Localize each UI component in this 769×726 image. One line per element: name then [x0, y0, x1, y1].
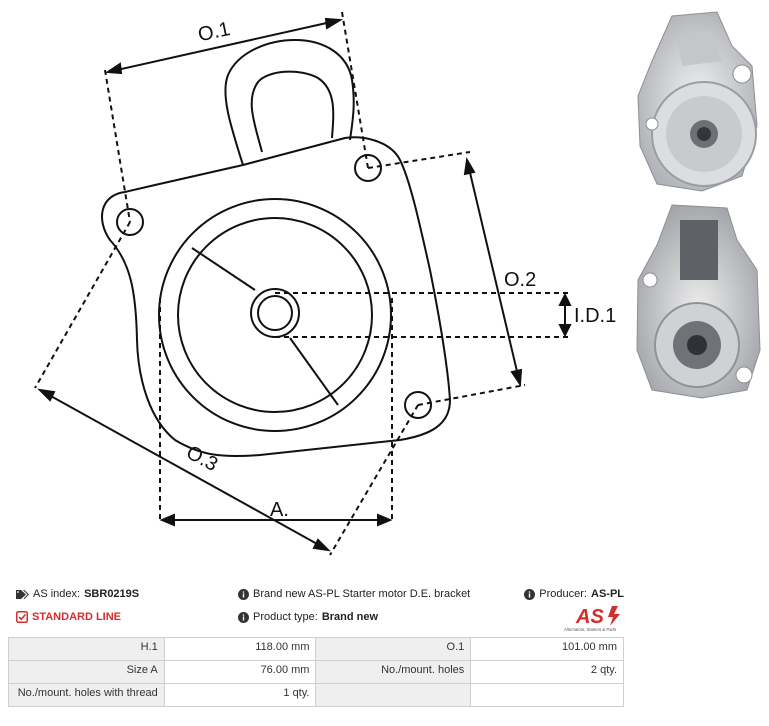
o1-arrow-right: [324, 17, 344, 30]
as-index-label: AS index:: [33, 588, 81, 600]
bracket-top-loop: [224, 39, 355, 166]
spec-value: 118.00 mm: [163, 637, 317, 661]
info-icon: [238, 588, 249, 600]
description: Brand new AS-PL Starter motor D.E. brack…: [238, 588, 470, 600]
label-o2: O.2: [504, 269, 536, 291]
specs-table: H.1 118.00 mm O.1 101.00 mm Size A 76.00…: [8, 637, 624, 707]
o2-arrow-bottom: [510, 368, 523, 387]
spec-value: 1 qty.: [163, 683, 317, 707]
as-pl-logo: AS Alternators, Starters & Parts: [564, 606, 620, 632]
bore-sector-cutout: [191, 247, 339, 406]
mount-hole-left: [116, 208, 144, 236]
label-a: A.: [270, 499, 289, 521]
tags-icon: [16, 589, 29, 600]
svg-text:AS: AS: [575, 606, 604, 628]
info-icon: [238, 611, 249, 623]
o3-extension-left: [34, 221, 131, 389]
o2-extension-bottom: [417, 384, 526, 406]
o1-extension-left: [104, 69, 131, 223]
product-type-value: Brand new: [321, 611, 379, 623]
standard-line: STANDARD LINE: [16, 611, 121, 623]
bracket-top-loop-inner: [250, 70, 335, 153]
o3-extension-right: [329, 404, 419, 556]
spec-value: 2 qty.: [470, 660, 624, 684]
producer-label: Producer:: [539, 588, 587, 600]
mount-hole-bottom-right: [404, 391, 432, 419]
id1-arrow-bottom: [558, 324, 572, 338]
info-row-2: STANDARD LINE Product type: Brand new: [16, 611, 624, 629]
hub-inner-circle: [257, 295, 293, 331]
spec-key: No./mount. holes with thread: [8, 683, 165, 707]
o1-extension-right: [341, 11, 369, 169]
o1-dimension-line: [107, 19, 341, 73]
label-id1: I.D.1: [574, 305, 616, 327]
o2-arrow-top: [463, 157, 476, 176]
spec-value-empty: [470, 683, 624, 707]
table-row: H.1 118.00 mm O.1 101.00 mm: [8, 637, 624, 661]
table-row: No./mount. holes with thread 1 qty.: [8, 683, 624, 707]
bracket-outline: [101, 136, 451, 458]
o3-arrow-left: [37, 388, 56, 402]
o3-dimension-line: [39, 389, 329, 551]
spec-key: H.1: [8, 637, 165, 661]
svg-text:Alternators, Starters & Parts: Alternators, Starters & Parts: [564, 627, 616, 632]
as-index: AS index: SBR0219S: [16, 588, 139, 600]
a-arrow-right: [377, 513, 393, 527]
mount-hole-top-right: [354, 154, 382, 182]
o3-arrow-right: [312, 538, 331, 552]
a-arrow-left: [159, 513, 175, 527]
standard-line-label: STANDARD LINE: [32, 611, 122, 623]
product-type-label: Product type:: [253, 611, 318, 623]
checkbox-checked-icon: [16, 611, 28, 623]
id1-arrow-top: [558, 292, 572, 306]
product-type: Product type: Brand new: [238, 611, 378, 623]
bracket-technical-drawing: O.1 O.2 O.3 I.D.1 A.: [34, 11, 616, 556]
spec-key: O.1: [315, 637, 472, 661]
spec-key: No./mount. holes: [315, 660, 472, 684]
info-row-1: AS index: SBR0219S Brand new AS-PL Start…: [16, 588, 624, 606]
producer-value: AS-PL: [591, 588, 624, 600]
table-row: Size A 76.00 mm No./mount. holes 2 qty.: [8, 660, 624, 684]
o2-extension-top: [367, 151, 471, 169]
o2-dimension-line: [466, 159, 521, 385]
as-index-value: SBR0219S: [84, 588, 140, 600]
producer: Producer: AS-PL: [524, 588, 624, 600]
bore-outer-circle: [158, 198, 392, 432]
spec-value: 101.00 mm: [470, 637, 624, 661]
spec-key: Size A: [8, 660, 165, 684]
product-photo-side: [636, 204, 761, 399]
product-photo-front: [637, 11, 758, 192]
o1-arrow-left: [105, 62, 123, 75]
bore-inner-circle: [177, 217, 373, 413]
spec-value: 76.00 mm: [163, 660, 317, 684]
spec-key-empty: [315, 683, 472, 707]
label-o1: O.1: [196, 18, 232, 46]
description-text: Brand new AS-PL Starter motor D.E. brack…: [253, 588, 471, 600]
info-icon: [524, 588, 536, 600]
